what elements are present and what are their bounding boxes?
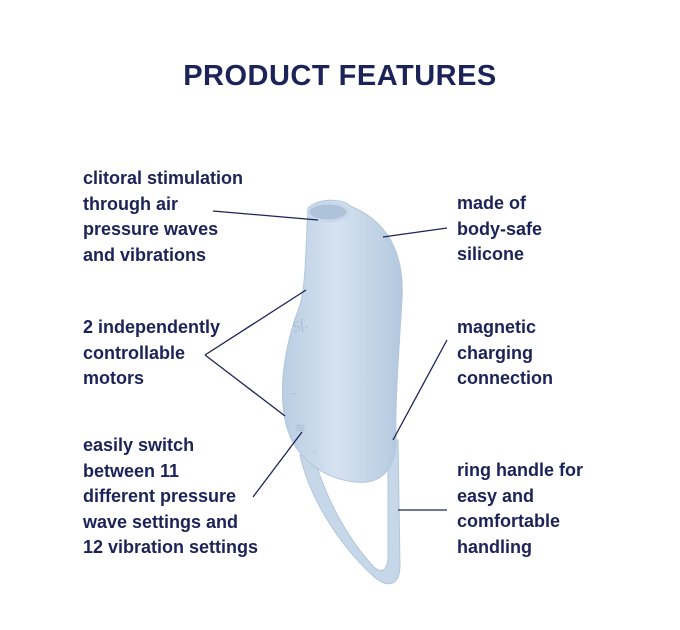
feature-line: through air — [83, 193, 178, 214]
feature-line: silicone — [457, 244, 525, 264]
feature-line: easy and — [457, 485, 535, 506]
feature-line: body-safe — [457, 218, 543, 239]
feature-line: motors — [83, 368, 145, 388]
feature-line: controllable — [83, 342, 186, 363]
feature-line: clitoral stimulation — [83, 168, 244, 188]
feature-line: charging — [457, 342, 534, 363]
air-pulse-icon: ≋ — [295, 420, 306, 435]
feature-ring-handle: ring handle for easy and comfortable han… — [457, 458, 583, 560]
leader-lines — [204, 210, 448, 511]
feature-line: and vibrations — [83, 244, 207, 265]
feature-settings: easily switch between 11 different press… — [83, 433, 258, 561]
feature-line: 2 independently — [83, 317, 221, 337]
device-body — [281, 199, 403, 483]
feature-line: connection — [457, 368, 554, 388]
feature-line: comfortable — [457, 511, 561, 531]
feature-line: ring handle for — [457, 460, 583, 480]
wave-icon: ~ — [290, 387, 297, 401]
feature-line: wave settings and — [83, 511, 239, 532]
feature-line: pressure waves — [83, 219, 219, 239]
vibration-icon: ◦ — [313, 447, 317, 458]
logo-mark: Sf. — [290, 316, 310, 336]
feature-line: easily switch — [83, 435, 195, 455]
feature-line: between 11 — [83, 460, 180, 481]
page-title: PRODUCT FEATURES — [183, 60, 497, 92]
feature-line: handling — [457, 536, 532, 557]
feature-line: different pressure — [83, 486, 237, 506]
feature-line: made of — [457, 193, 527, 213]
feature-line: magnetic — [457, 317, 537, 337]
nozzle-opening — [306, 201, 350, 223]
feature-line: 12 vibration settings — [83, 537, 259, 557]
feature-magnetic-charging: magnetic charging connection — [457, 315, 553, 392]
feature-air-pressure: clitoral stimulation through air pressur… — [83, 166, 243, 268]
feature-silicone: made of body-safe silicone — [457, 191, 542, 268]
feature-motors: 2 independently controllable motors — [83, 315, 220, 392]
